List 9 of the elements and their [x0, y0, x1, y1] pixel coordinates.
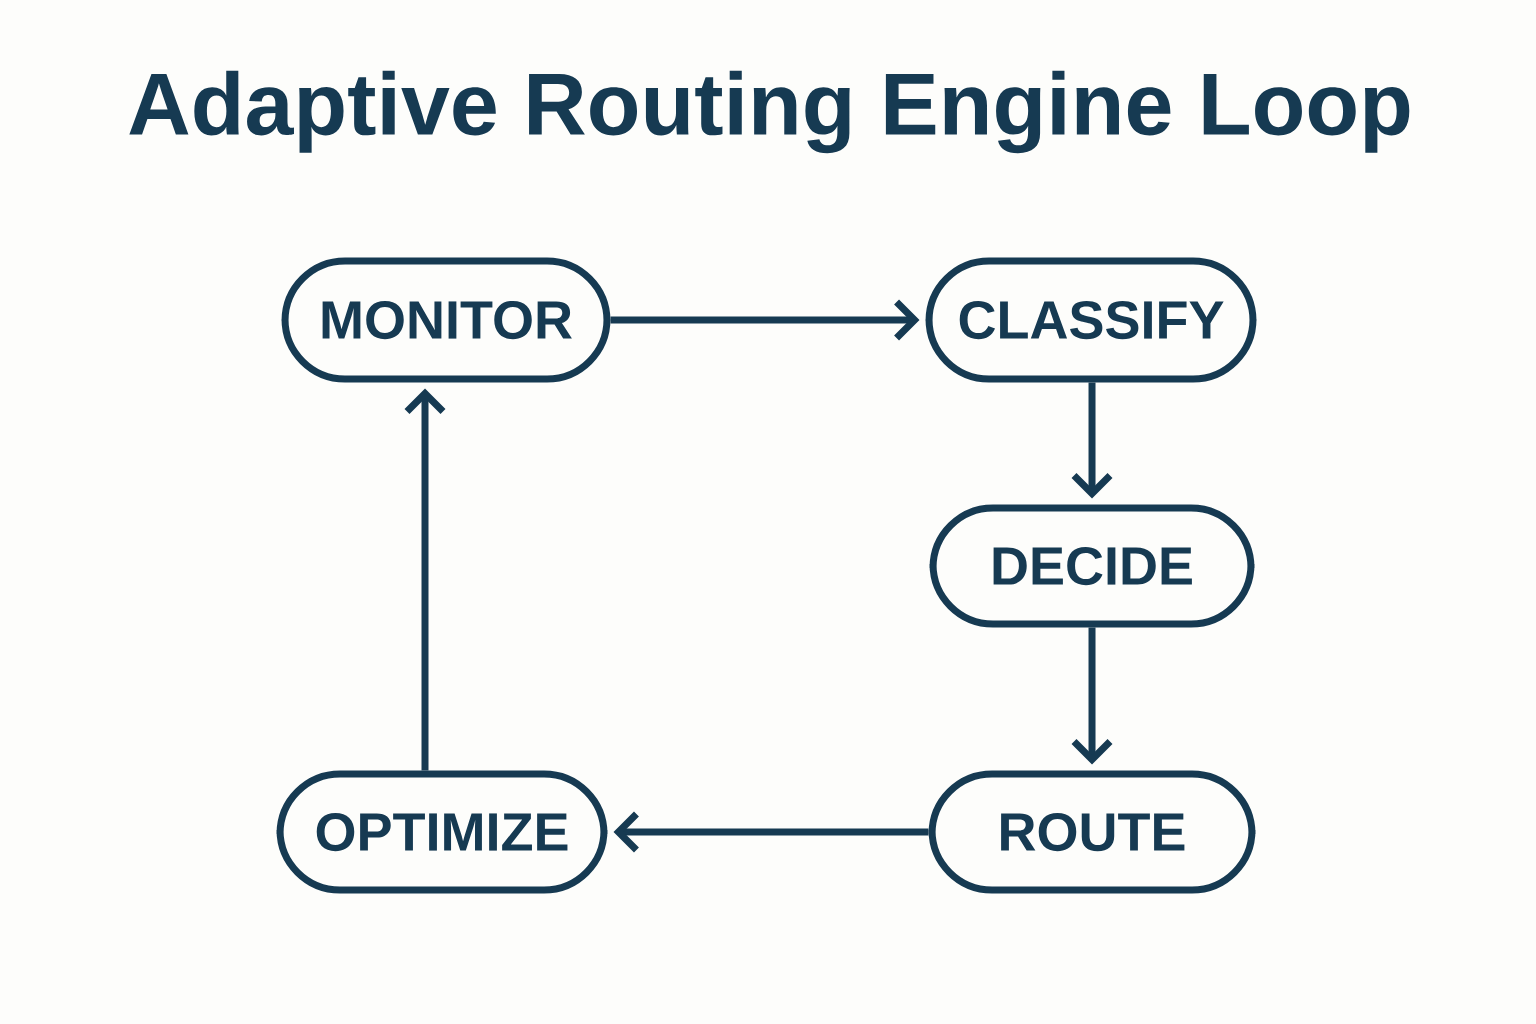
process-box: OPTIMIZE: [276, 770, 608, 894]
arrow: [1071, 382, 1113, 499]
process-box: CLASSIFY: [925, 257, 1257, 383]
arrow: [610, 299, 920, 341]
process-box: MONITOR: [281, 257, 611, 383]
title: Adaptive Routing Engine Loop: [129, 70, 1410, 154]
process-box: DECIDE: [929, 504, 1255, 628]
process-box: ROUTE: [928, 770, 1256, 894]
arrow: [1071, 627, 1113, 765]
